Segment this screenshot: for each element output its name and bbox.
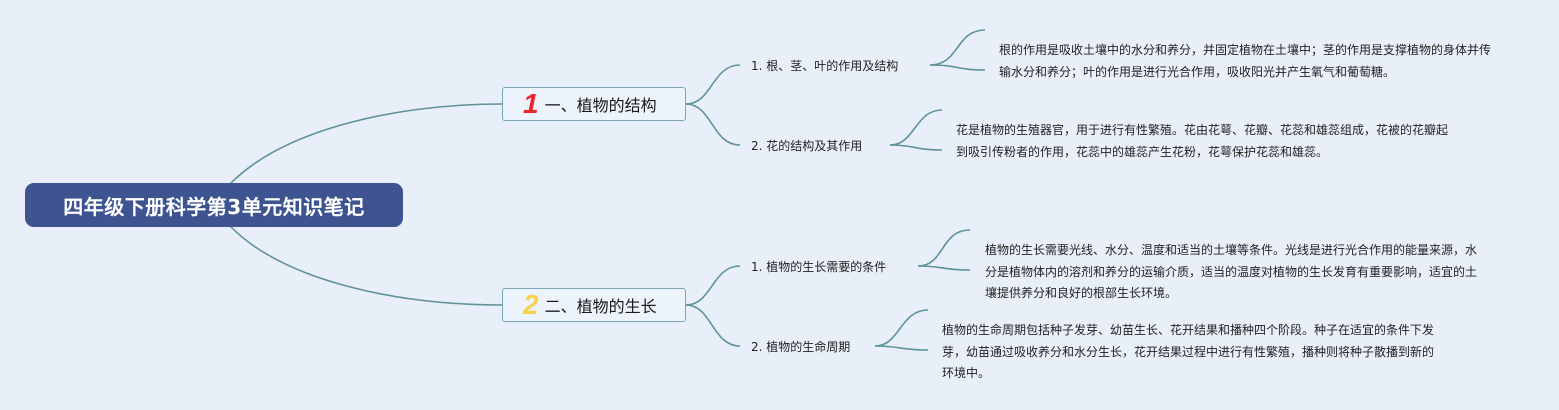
- branch-2[interactable]: 2 二、植物的生长: [502, 288, 686, 322]
- leaf-2-2: 植物的生命周期包括种子发芽、幼苗生长、花开结果和播种四个阶段。种子在适宜的条件下…: [942, 320, 1437, 385]
- leaf-1-1: 根的作用是吸收土壤中的水分和养分，并固定植物在土壤中；茎的作用是支撑植物的身体并…: [999, 40, 1494, 83]
- sub-1-2-bracket-bottom: [889, 144, 943, 151]
- root-to-branch-2-line: [229, 225, 503, 306]
- branch-1-to-sub-1-line: [685, 64, 741, 105]
- sub-2-2[interactable]: 2. 植物的生命周期: [751, 338, 850, 355]
- branch-2-number-icon: 2: [523, 289, 539, 320]
- leaf-2-1-text: 植物的生长需要光线、水分、温度和适当的土壤等条件。光线是进行光合作用的能量来源，…: [985, 243, 1478, 300]
- branch-2-label: 二、植物的生长: [544, 297, 657, 316]
- leaf-2-1: 植物的生长需要光线、水分、温度和适当的土壤等条件。光线是进行光合作用的能量来源，…: [985, 240, 1480, 305]
- sub-1-1-bracket-top: [929, 29, 986, 66]
- sub-1-2-bracket-top: [889, 109, 943, 146]
- leaf-2-2-text: 植物的生命周期包括种子发芽、幼苗生长、花开结果和播种四个阶段。种子在适宜的条件下…: [942, 323, 1435, 380]
- branch-1-label: 一、植物的结构: [544, 96, 657, 115]
- sub-2-1[interactable]: 1. 植物的生长需要的条件: [751, 258, 886, 275]
- sub-2-2-bracket-top: [874, 309, 929, 347]
- root-title: 四年级下册科学第3单元知识笔记: [63, 194, 365, 219]
- branch-2-to-sub-1-line: [685, 265, 741, 306]
- sub-2-2-label: 2. 植物的生命周期: [751, 340, 851, 354]
- leaf-1-2-text: 花是植物的生殖器官，用于进行有性繁殖。花由花萼、花瓣、花蕊和雄蕊组成，花被的花瓣…: [956, 123, 1449, 159]
- branch-1-to-sub-2-line: [685, 103, 741, 146]
- branch-1[interactable]: 1 一、植物的结构: [502, 87, 686, 121]
- leaf-1-1-text: 根的作用是吸收土壤中的水分和养分，并固定植物在土壤中；茎的作用是支撑植物的身体并…: [999, 43, 1492, 79]
- sub-1-1-label: 1. 根、茎、叶的作用及结构: [751, 59, 899, 73]
- sub-2-2-bracket-bottom: [874, 345, 929, 351]
- root-topic[interactable]: 四年级下册科学第3单元知识笔记: [25, 183, 403, 227]
- sub-2-1-bracket-top: [917, 229, 971, 267]
- sub-2-1-bracket-bottom: [917, 265, 971, 271]
- sub-1-1-bracket-bottom: [929, 64, 986, 71]
- root-to-branch-1-line: [229, 103, 503, 185]
- sub-2-1-label: 1. 植物的生长需要的条件: [751, 260, 887, 274]
- sub-1-1[interactable]: 1. 根、茎、叶的作用及结构: [751, 57, 898, 74]
- sub-1-2[interactable]: 2. 花的结构及其作用: [751, 137, 862, 154]
- branch-2-to-sub-2-line: [685, 304, 741, 347]
- branch-1-number-icon: 1: [523, 88, 539, 119]
- leaf-1-2: 花是植物的生殖器官，用于进行有性繁殖。花由花萼、花瓣、花蕊和雄蕊组成，花被的花瓣…: [956, 120, 1451, 163]
- sub-1-2-label: 2. 花的结构及其作用: [751, 139, 863, 153]
